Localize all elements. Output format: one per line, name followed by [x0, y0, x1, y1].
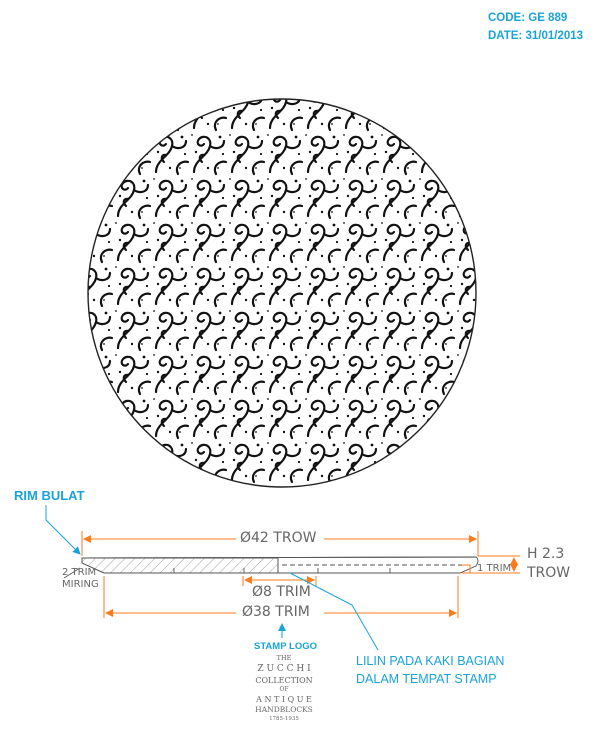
stamp-line: OF [279, 686, 289, 693]
height-unit-label: TROW [527, 565, 571, 581]
stamp-line: Z U C C H I [257, 664, 311, 674]
stamp-logo: THE Z U C C H I COLLECTION OF A N T I Q … [247, 654, 321, 724]
code-label: CODE: GE 889 [488, 12, 568, 24]
stamp-line: A N T I Q U E [256, 695, 312, 704]
plate-top-view [87, 98, 477, 488]
plate-section-view [81, 556, 479, 574]
stamp-logo-label: STAMP LOGO [254, 641, 317, 652]
date-label: DATE: 31/01/2013 [488, 30, 584, 42]
miring-label: MIRING [62, 579, 99, 590]
trim-left-label: 2 TRIM [62, 567, 97, 578]
stamp-line: COLLECTION [255, 676, 313, 685]
trim-right-label: 1 TRIM [477, 563, 512, 574]
height-label: H 2.3 [527, 546, 565, 562]
rim-label: RIM BULAT [14, 488, 85, 503]
callout-leaders [45, 505, 379, 651]
diameter-bottom-label: Ø38 TRIM [242, 604, 310, 620]
diameter-inner-label: Ø8 TRIM [252, 584, 311, 600]
diameter-top-label: Ø42 TROW [240, 530, 317, 546]
lilin-callout: LILIN PADA KAKI BAGIAN DALAM TEMPAT STAM… [356, 652, 504, 688]
lilin-line-1: LILIN PADA KAKI BAGIAN [356, 654, 505, 668]
stamp-line: THE [276, 654, 292, 662]
stamp-line: HANDBLOCKS [255, 705, 313, 714]
stamp-line: 1785-1935 [269, 716, 299, 722]
lilin-line-2: DALAM TEMPAT STAMP [356, 672, 497, 686]
